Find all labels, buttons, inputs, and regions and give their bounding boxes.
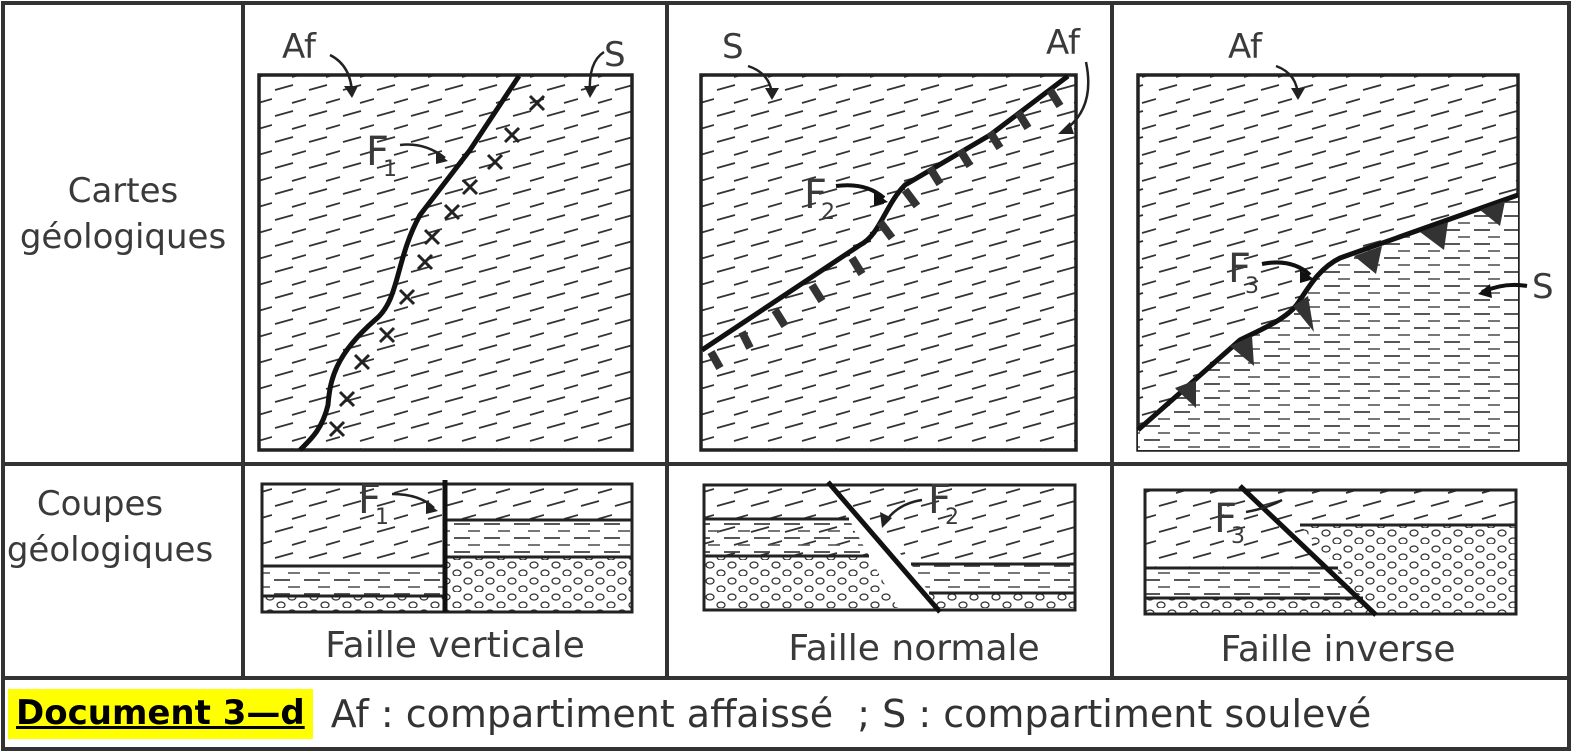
map-2-label-right: Af: [1046, 23, 1081, 63]
map-2-background: [699, 73, 1078, 452]
section-1-fault-sub: 1: [375, 505, 389, 530]
section-2-fault-sub: 2: [945, 505, 959, 530]
map-vertical-fault: Af S F 1: [257, 27, 634, 452]
row-label-maps-1: Cartes: [68, 171, 179, 211]
row-label-maps-2: géologiques: [20, 217, 226, 257]
caption-reverse: Faille inverse: [1220, 629, 1455, 670]
map-1-label-right: S: [604, 35, 626, 75]
map-2-fault-sub: 2: [821, 200, 835, 225]
map-2-fault-label: F: [804, 172, 827, 218]
map-1-background: [257, 73, 634, 452]
legend-bar: Document 3—d Af : compartiment affaissé …: [6, 680, 1568, 748]
section-2-fault: [826, 480, 942, 614]
section-3-fault-sub: 3: [1231, 524, 1245, 549]
map-3-label-right: S: [1532, 267, 1554, 307]
caption-vertical: Faille verticale: [325, 625, 584, 666]
section-2-fault-label: F: [928, 477, 951, 523]
cross-symbols: [328, 94, 546, 438]
map-3-fault-label: F: [1228, 246, 1251, 292]
map-1-fault-label: F: [366, 129, 389, 175]
fault-line-f2: [700, 74, 1070, 353]
section-normal-fault: F 2 Faille normale: [702, 477, 1077, 669]
reverse-fault-teeth: [1175, 201, 1505, 408]
map-1-fault-sub: 1: [383, 157, 397, 182]
fault-line-f1: [298, 74, 522, 452]
normal-fault-ticks: [707, 87, 1064, 370]
section-reverse-fault: F 3 Faille inverse: [1143, 484, 1518, 670]
map-2-label-left: S: [722, 27, 744, 67]
row-label-sections-2: géologiques: [7, 530, 213, 570]
map-1-label-left: Af: [282, 27, 317, 67]
row-label-sections-1: Coupes: [37, 484, 163, 524]
map-3-label-left: Af: [1228, 27, 1263, 67]
fault-line-f3: [1136, 192, 1519, 432]
section-1-fault-label: F: [358, 477, 381, 523]
section-vertical-fault: F 1 Faille verticale: [260, 477, 634, 666]
map-normal-fault: S Af F 2: [699, 23, 1090, 452]
section-3-fault-label: F: [1214, 496, 1237, 542]
map-reverse-fault: Af S F 3: [1136, 27, 1554, 452]
caption-normal: Faille normale: [788, 628, 1039, 669]
document-label: Document 3—d: [8, 689, 313, 739]
legend-text: Af : compartiment affaissé ; S : compart…: [330, 692, 1372, 736]
map-3-fault-sub: 3: [1245, 274, 1259, 299]
